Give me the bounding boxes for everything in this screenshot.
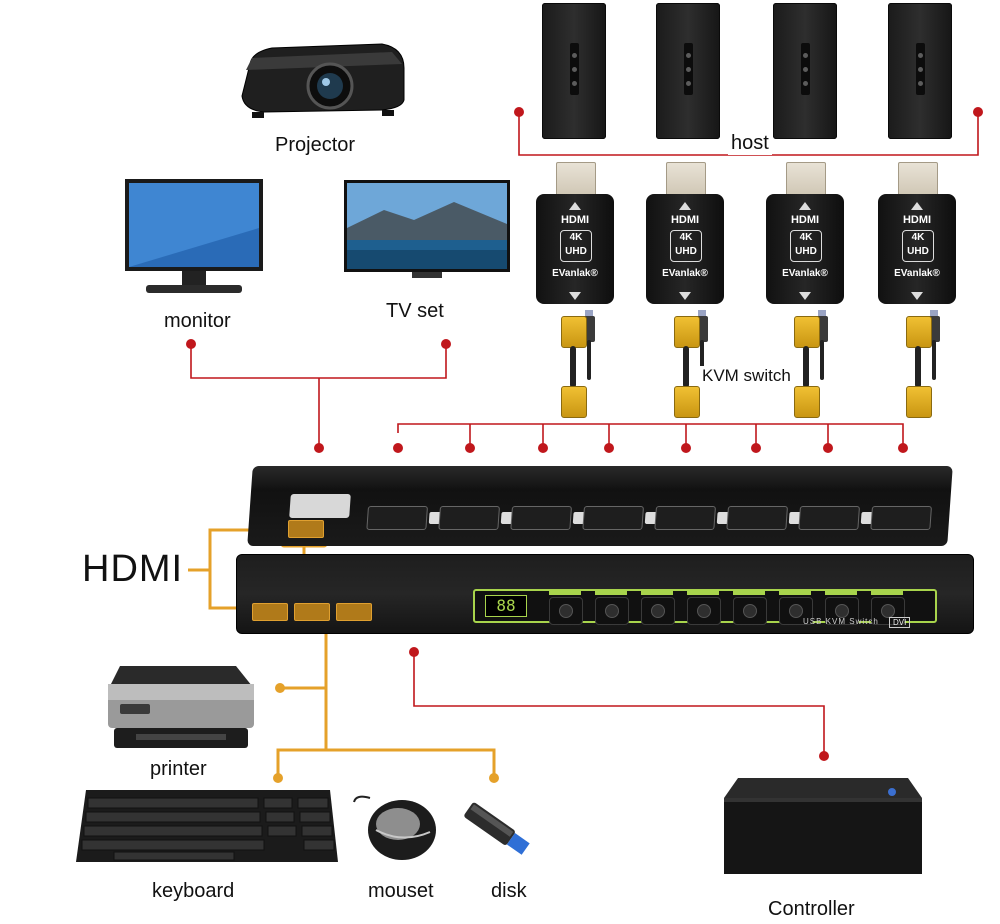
host-computer-2 — [656, 3, 720, 139]
host-computer-1 — [542, 3, 606, 139]
mouse — [352, 792, 442, 864]
kvm-switch-label: KVM switch — [700, 366, 793, 386]
channel-button-3[interactable] — [641, 597, 675, 625]
host-computer-3 — [773, 3, 837, 139]
projector — [232, 34, 412, 124]
projector-label: Projector — [275, 134, 356, 156]
usb-disk-icon — [464, 802, 530, 855]
controller-icon — [724, 778, 922, 874]
channel-button-8[interactable] — [871, 597, 905, 625]
channel-button-4[interactable] — [687, 597, 721, 625]
hdmi-label: HDMI — [82, 548, 184, 590]
red-wires — [190, 112, 979, 756]
printer-label: printer — [150, 758, 207, 780]
model-text: USB KVM Switch — [803, 617, 879, 626]
front-hdmi-port-2 — [294, 603, 330, 621]
tv-icon — [344, 180, 510, 278]
mouse-label: mouset — [368, 880, 434, 902]
disk-label: disk — [491, 880, 527, 902]
dvi-badge: DVI — [889, 617, 911, 628]
printer — [106, 658, 256, 752]
channel-button-7[interactable] — [825, 597, 859, 625]
channel-button-2[interactable] — [595, 597, 629, 625]
rear-hdmi-port — [288, 520, 324, 538]
kvm-rear-panel — [247, 466, 953, 546]
kvm-front-panel: 88 USB KVM Switch DVI — [236, 554, 974, 634]
controller-label: Controller — [768, 898, 855, 920]
channel-button-5[interactable] — [733, 597, 767, 625]
tv-set — [344, 180, 510, 280]
channel-display: 88 — [485, 595, 527, 617]
channel-button-6[interactable] — [779, 597, 813, 625]
vga-usb-cable-1 — [553, 310, 597, 418]
vga-usb-cable-4 — [898, 310, 942, 418]
controller — [718, 776, 924, 878]
vga-usb-cable-3 — [786, 310, 830, 418]
front-hdmi-port-1 — [252, 603, 288, 621]
keyboard-icon — [76, 790, 338, 862]
orange-dots — [273, 683, 499, 783]
monitor-label: monitor — [164, 310, 231, 332]
channel-button-1[interactable] — [549, 597, 583, 625]
monitor-icon — [125, 179, 263, 293]
keyboard-label: keyboard — [152, 880, 235, 902]
projector-icon — [241, 43, 405, 118]
red-dots — [186, 107, 983, 761]
front-hdmi-port-3 — [336, 603, 372, 621]
printer-icon — [108, 666, 254, 748]
mouse-icon — [353, 795, 436, 860]
vga-usb-cable-2 — [666, 310, 710, 418]
host-computer-4 — [888, 3, 952, 139]
keyboard — [74, 788, 340, 866]
host-label: host — [728, 132, 772, 155]
usb-disk — [456, 798, 538, 860]
tv-set-label: TV set — [386, 300, 444, 322]
monitor — [124, 178, 264, 298]
